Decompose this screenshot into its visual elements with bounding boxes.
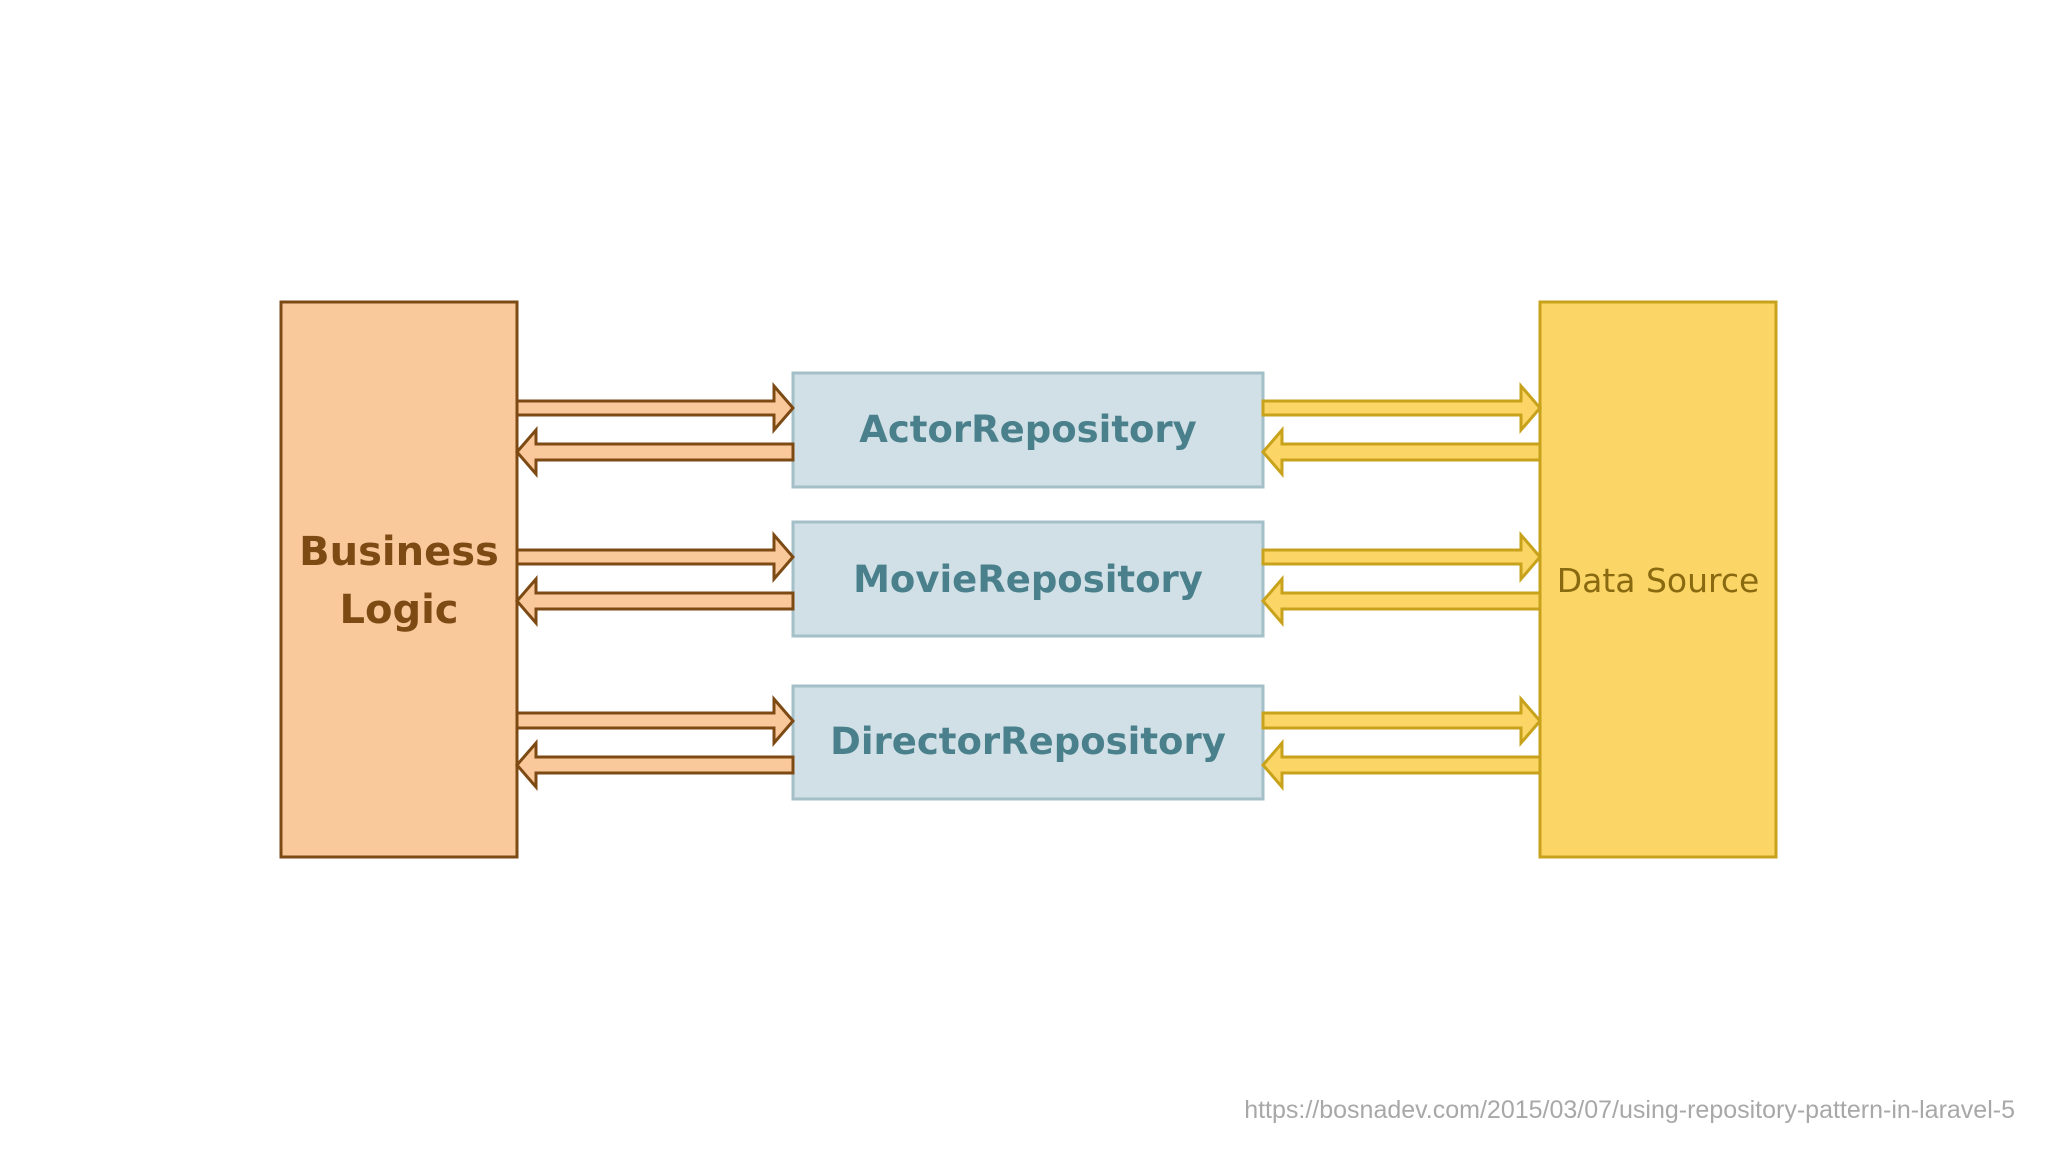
business-to-repo-arrows xyxy=(515,381,795,792)
director-repository-label: DirectorRepository xyxy=(830,720,1226,763)
source-url-caption: https://bosnadev.com/2015/03/07/using-re… xyxy=(1244,1096,2015,1124)
movie-repository-node: MovieRepository xyxy=(791,520,1265,638)
arrow-business-to-actor xyxy=(515,381,795,435)
arrow-business-to-director xyxy=(515,694,795,748)
data-source-label: Data Source xyxy=(1557,561,1760,600)
actor-repository-node: ActorRepository xyxy=(791,371,1265,489)
arrow-movie-to-business xyxy=(515,574,795,628)
arrow-actor-to-datasource xyxy=(1261,381,1542,435)
arrow-datasource-to-actor xyxy=(1261,425,1542,479)
director-repository-box xyxy=(791,684,1265,801)
business-logic-label-line1: Business xyxy=(299,529,499,575)
repo-to-datasource-arrows xyxy=(1261,381,1542,792)
arrow-business-to-movie xyxy=(515,530,795,584)
business-logic-node: Business Logic xyxy=(279,300,519,859)
business-logic-label-line2: Logic xyxy=(339,587,458,633)
data-source-node: Data Source xyxy=(1538,300,1778,859)
arrow-director-to-business xyxy=(515,738,795,792)
arrow-movie-to-datasource xyxy=(1261,530,1542,584)
movie-repository-box xyxy=(791,520,1265,638)
actor-repository-box xyxy=(791,371,1265,489)
director-repository-node: DirectorRepository xyxy=(791,684,1265,801)
movie-repository-label: MovieRepository xyxy=(853,558,1203,601)
actor-repository-label: ActorRepository xyxy=(859,408,1197,451)
arrow-datasource-to-director xyxy=(1261,738,1542,792)
data-source-box xyxy=(1538,300,1778,859)
business-logic-box xyxy=(279,300,519,859)
arrow-director-to-datasource xyxy=(1261,694,1542,748)
arrow-actor-to-business xyxy=(515,425,795,479)
arrow-datasource-to-movie xyxy=(1261,574,1542,628)
